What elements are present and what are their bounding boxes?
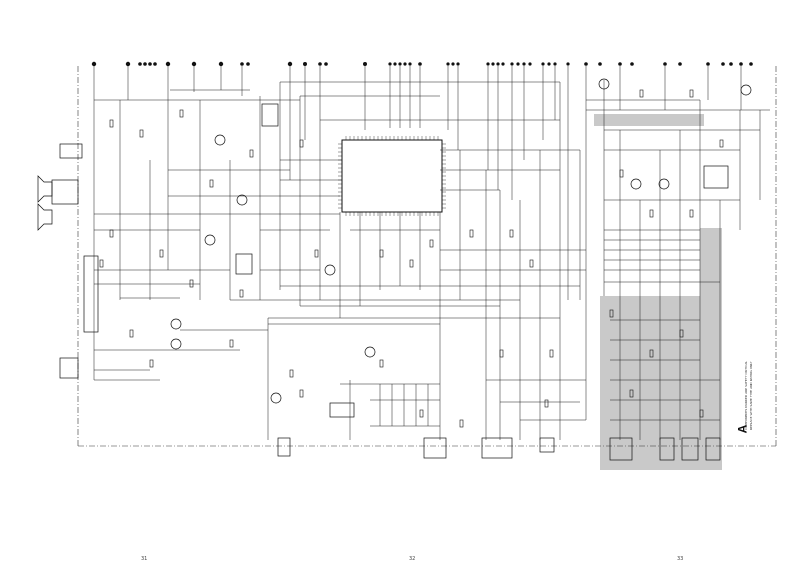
resistor bbox=[289, 369, 294, 378]
top-connector-pads bbox=[91, 61, 753, 67]
passive-components bbox=[99, 89, 724, 428]
resistor bbox=[99, 259, 104, 268]
safety-note-line-1: COMPONENTS MARKED ARE SAFETY CRITICAL bbox=[744, 361, 748, 430]
resistor bbox=[609, 309, 614, 318]
resistor bbox=[499, 349, 504, 358]
resistor bbox=[649, 349, 654, 358]
resistor bbox=[149, 359, 154, 368]
resistor bbox=[139, 129, 144, 138]
transistors bbox=[170, 78, 752, 404]
resistor bbox=[129, 329, 134, 338]
speaker-symbols bbox=[37, 175, 53, 231]
resistor bbox=[379, 359, 384, 368]
resistor bbox=[689, 89, 694, 98]
resistor bbox=[189, 279, 194, 288]
resistor bbox=[529, 259, 534, 268]
resistor bbox=[239, 289, 244, 298]
resistor bbox=[679, 329, 684, 338]
wiring-vertical bbox=[119, 80, 761, 440]
bus-drops bbox=[93, 66, 742, 420]
resistor bbox=[619, 169, 624, 178]
page-number-left: 31 bbox=[141, 556, 148, 562]
resistor bbox=[469, 229, 474, 238]
page-number-center: 32 bbox=[409, 556, 416, 562]
resistor bbox=[429, 239, 434, 248]
resistor bbox=[639, 89, 644, 98]
shaded-power-region bbox=[594, 114, 722, 470]
resistor bbox=[179, 109, 184, 118]
page-number-right: 33 bbox=[677, 556, 684, 562]
secondary-ics bbox=[51, 103, 729, 461]
resistor bbox=[719, 139, 724, 148]
resistor bbox=[544, 399, 549, 408]
resistor bbox=[229, 339, 234, 348]
wiring-horizontal bbox=[94, 81, 770, 427]
resistor bbox=[549, 349, 554, 358]
resistor bbox=[379, 249, 384, 258]
sheet-frame bbox=[77, 66, 777, 447]
resistor bbox=[459, 419, 464, 428]
resistor bbox=[509, 229, 514, 238]
resistor bbox=[209, 179, 214, 188]
resistor bbox=[299, 389, 304, 398]
resistor bbox=[249, 149, 254, 158]
resistor bbox=[314, 249, 319, 258]
resistor bbox=[689, 209, 694, 218]
safety-note-line-2: REPLACE WITH SAME TYPE AND RATING ONLY bbox=[749, 361, 753, 430]
resistor bbox=[419, 409, 424, 418]
resistor bbox=[629, 389, 634, 398]
resistor bbox=[109, 229, 114, 238]
resistor bbox=[159, 249, 164, 258]
resistor bbox=[299, 139, 304, 148]
resistor bbox=[409, 259, 414, 268]
resistor bbox=[649, 209, 654, 218]
resistor bbox=[109, 119, 114, 128]
resistor bbox=[699, 409, 704, 418]
main-ic bbox=[338, 136, 446, 216]
